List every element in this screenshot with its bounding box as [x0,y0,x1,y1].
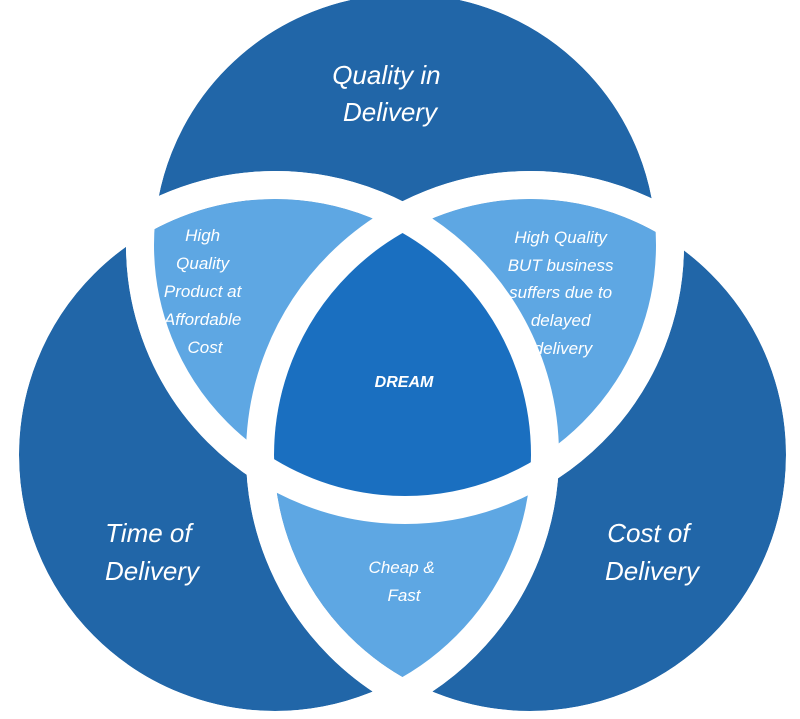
cost-ring-top [246,171,800,719]
time-ring-top [0,171,559,719]
time-cost-label: Cheap & Fast [369,558,440,605]
cost-label: Cost of Delivery [605,518,701,586]
quality-ring-top [126,0,684,524]
quality-time-label: High Quality Product at Affordable Cost [163,226,246,357]
quality-label: Quality in Delivery [332,60,448,127]
time-label: Time of Delivery [105,518,201,586]
center-region [274,199,545,510]
quality-cost-label: High Quality BUT business suffers due to… [508,228,619,358]
dream-label: DREAM [375,374,434,391]
